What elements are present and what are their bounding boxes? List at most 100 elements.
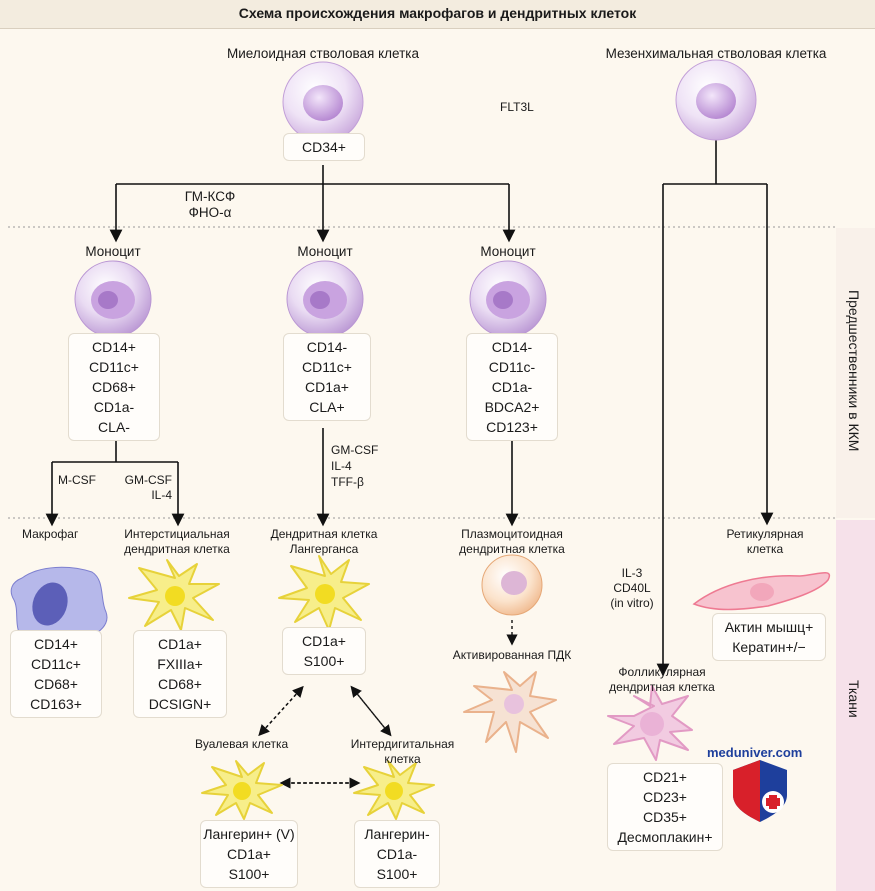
factor-langerhans: GM-CSF IL-4 TFF-β [331,442,378,490]
marker: CD68+ [34,676,78,692]
monocyte-icon [469,260,547,338]
side-label-bm: Предшественники в ККМ [846,290,862,452]
interstitial-dc-icon [128,559,220,631]
factor: TFF-β [331,475,364,489]
marker: Актин мышц+ [724,619,814,635]
marker: CD14- [306,339,348,355]
interdigitating-label: Интердигитальная клетка [340,737,465,767]
label-line: клетка [384,752,421,766]
veiled-label: Вуалевая клетка [195,737,289,751]
factor-fno: ФНО-α [188,205,232,220]
factor: CD40L [613,581,651,595]
side-label-tissue: Ткани [846,680,862,718]
factor-gmcsf-il4: GM-CSF IL-4 [124,473,172,503]
factor-top: ГМ-КСФ ФНО-α [170,189,250,221]
marker: CD68+ [92,379,136,395]
marker: CD68+ [158,676,202,692]
marker: CD21+ [643,769,687,785]
factor: (in vitro) [610,596,654,610]
interdigitating-cell-icon [353,760,435,820]
marker: CLA+ [309,399,345,415]
marker: CD14- [491,339,533,355]
marker: CD34+ [302,139,346,155]
label-line: Лангерганса [289,542,359,556]
label-line: дендритная клетка [609,680,715,694]
follicular-dc-icon [607,685,693,761]
fdc-markers: CD21+ CD23+ CD35+ Десмоплакин+ [607,763,723,851]
marker: CD23+ [643,789,687,805]
monocyte-3-markers: CD14- CD11c- CD1a- BDCA2+ CD123+ [466,333,558,441]
factor: IL-4 [331,459,352,473]
marker: FXIIIa+ [157,656,203,672]
monocyte-2-markers: CD14- CD11c+ CD1a+ CLA+ [283,333,371,421]
myeloid-stem-label: Миелоидная стволовая клетка [226,46,419,61]
watermark-text: meduniver.com [707,745,803,760]
monocyte-label: Моноцит [480,244,536,259]
tissue-band [836,520,875,891]
factor-fdc: IL-3 CD40L (in vitro) [604,566,660,611]
mesenchymal-stem-label: Мезенхимальная стволовая клетка [605,46,827,61]
factor-mcsf: M-CSF [58,473,96,487]
reticular-cell-icon [692,572,831,611]
marker: CD14+ [34,636,78,652]
monocyte-label: Моноцит [297,244,353,259]
marker: Лангерин- [364,826,430,842]
fdc-label: Фолликулярная дендритная клетка [597,665,727,695]
interdigitating-markers: Лангерин- CD1a- S100+ [354,820,440,888]
macrophage-icon [10,566,108,646]
monocyte-icon [74,260,152,338]
factor: GM-CSF [331,443,379,457]
plasmacytoid-dc-icon [481,554,543,616]
bm-band [836,228,875,518]
reticular-label: Ретикулярная клетка [710,527,820,557]
marker: CLA- [98,419,130,435]
label-line: клетка [746,542,784,556]
monocyte-label: Моноцит [85,244,141,259]
marker: CD11c+ [31,656,81,672]
marker: CD1a+ [158,636,202,652]
marker: S100+ [228,866,270,882]
marker: CD1a- [376,846,418,862]
factor: IL-3 [621,566,643,580]
label-line: дендритная клетка [124,542,230,556]
veiled-cell-icon [201,760,283,820]
marker: Кератин+/− [732,639,806,655]
marker: BDCA2+ [484,399,540,415]
langerhans-dc-markers: CD1a+ S100+ [282,627,366,675]
marker: CD1a- [93,399,135,415]
marker: CD14+ [92,339,136,355]
activated-pdc-icon [463,671,557,753]
marker: CD123+ [486,419,538,435]
langerhans-dc-label: Дендритная клетка Лангерганса [262,527,386,557]
interstitial-dc-markers: CD1a+ FXIIIa+ CD68+ DCSIGN+ [133,630,227,718]
label-line: дендритная клетка [459,542,565,556]
myeloid-markers: CD34+ [283,133,365,161]
label-line: Ретикулярная [726,527,804,541]
marker: CD1a- [491,379,533,395]
marker: Лангерин+ (V) [203,826,295,842]
marker: CD11c+ [302,359,352,375]
plasmacytoid-dc-label: Плазмоцитоидная дендритная клетка [448,527,576,557]
label-line: Фолликулярная [618,665,706,679]
factor-gmksf: ГМ-КСФ [184,189,236,204]
label-line: Интердигитальная [350,737,455,751]
marker: S100+ [303,653,345,669]
marker: CD1a+ [302,633,346,649]
macrophage-label: Макрофаг [22,527,79,541]
mesenchymal-stem-cell-icon [675,59,757,141]
reticular-markers: Актин мышц+ Кератин+/− [712,613,826,661]
langerhans-dc-icon [278,555,370,631]
factor: GM-CSF [124,473,172,487]
marker: CD35+ [643,809,687,825]
marker: CD11c- [488,359,536,375]
flt3l-label: FLT3L [500,100,534,114]
title-bar [0,0,875,29]
myeloid-stem-cell-icon [282,61,364,143]
marker: DCSIGN+ [148,696,212,712]
macrophage-markers: CD14+ CD11c+ CD68+ CD163+ [10,630,102,718]
marker: CD163+ [30,696,82,712]
marker: CD11c+ [89,359,139,375]
label-line: Интерстициальная [124,527,230,541]
activated-pdc-label: Активированная ПДК [452,648,572,662]
